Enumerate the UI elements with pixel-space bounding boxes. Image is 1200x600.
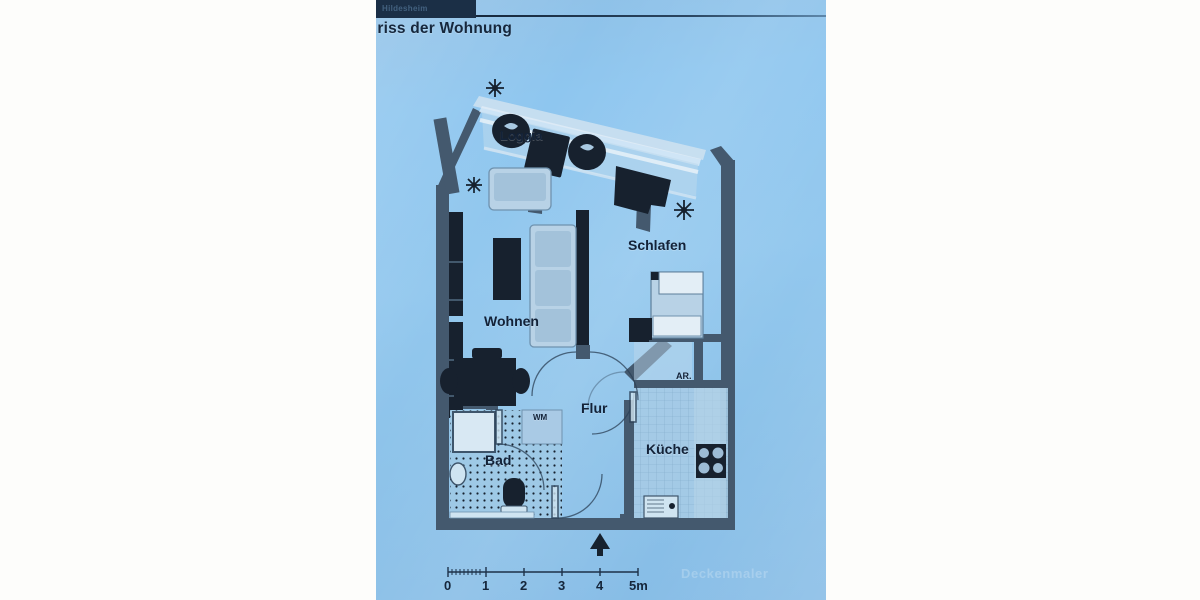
site-header-bar: Hildesheim xyxy=(376,0,476,18)
room-label-kueche: Küche xyxy=(646,441,689,457)
scale-tick-5m: 5m xyxy=(629,578,648,593)
sofa xyxy=(529,224,577,348)
cooktop xyxy=(696,444,726,478)
room-label-loggia: Loggia xyxy=(500,128,543,143)
scale-tick-3: 3 xyxy=(558,578,566,593)
armchair xyxy=(488,167,552,211)
scale-tick-0: 0 xyxy=(444,578,452,593)
kitchen-sink xyxy=(643,495,679,519)
header-divider-line xyxy=(476,15,826,17)
builtin-cabinets xyxy=(634,271,704,340)
loggia-area xyxy=(433,79,699,232)
dining-set xyxy=(440,348,530,406)
toilet xyxy=(500,478,528,514)
plant-icon-wohnen xyxy=(466,177,482,193)
scale-bar: 0 1 2 3 4 5m xyxy=(444,566,668,598)
appliance-label-washing-machine: WM xyxy=(533,413,548,422)
scale-bar-graphic xyxy=(447,567,639,577)
bad-fixtures xyxy=(449,409,563,519)
letterbox-left xyxy=(0,0,376,600)
door-leaves xyxy=(495,391,637,519)
watermark: Deckenmaler xyxy=(681,566,769,581)
letterbox-right xyxy=(826,0,1200,600)
room-label-abstellraum: AR. xyxy=(676,371,692,381)
scale-tick-4: 4 xyxy=(596,578,604,593)
room-label-wohnen: Wohnen xyxy=(484,313,539,329)
scale-tick-1: 1 xyxy=(482,578,490,593)
room-label-bad: Bad xyxy=(485,452,512,468)
site-header-label: Hildesheim xyxy=(382,4,428,13)
north-arrow-icon xyxy=(590,533,610,556)
page-title: ndriss der Wohnung xyxy=(376,20,513,37)
scale-tick-2: 2 xyxy=(520,578,528,593)
room-label-schlafen: Schlafen xyxy=(628,237,687,253)
plant-icon-loggia xyxy=(486,79,504,97)
floorplan-drawing xyxy=(433,79,735,577)
floorplan-sheet: Hildesheim ndriss der Wohnung xyxy=(376,0,826,600)
room-label-flur: Flur xyxy=(581,400,608,416)
wohnen-furniture xyxy=(440,167,577,418)
kueche-fixtures xyxy=(634,342,728,519)
plant-icon-schlafen xyxy=(674,200,694,220)
